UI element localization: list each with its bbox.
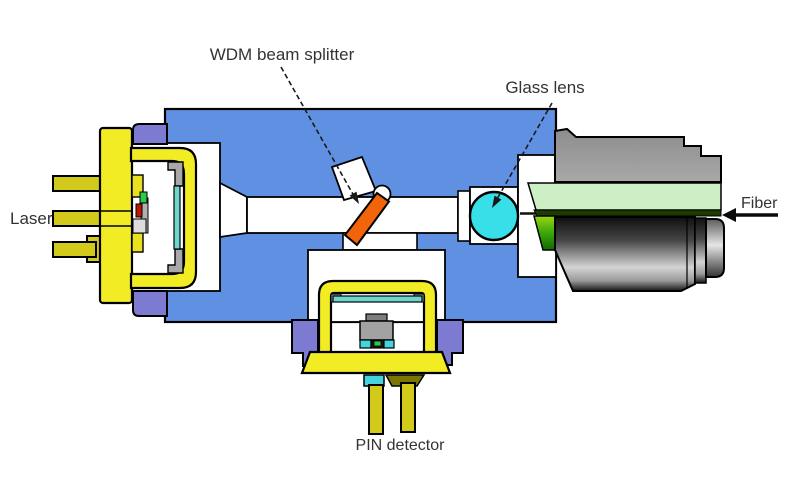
- ferrule-collar: [694, 217, 707, 284]
- pin-pad-right: [383, 339, 395, 349]
- laser-chip-base: [132, 218, 147, 234]
- pin-base-plate: [300, 350, 452, 375]
- label-laser: Laser: [10, 209, 53, 228]
- wdm-leader-arrowhead: [349, 191, 359, 204]
- laser-feedthrough-2: [131, 232, 144, 253]
- laser-window: [173, 185, 181, 250]
- laser-feedthrough-1: [131, 174, 144, 198]
- label-pin-detector: PIN detector: [356, 437, 446, 454]
- ferrule-barrel: [554, 216, 696, 292]
- wdm-beam-splitter: [343, 191, 391, 247]
- lens-leader-arrowhead: [492, 195, 502, 208]
- pin-window: [332, 295, 423, 303]
- laser-chip-green: [139, 191, 148, 204]
- pin-chip-body: [359, 320, 394, 341]
- lens-leader-line: [496, 102, 553, 200]
- pin-detector-assembly: [300, 279, 452, 435]
- pin-lead-2: [400, 382, 416, 433]
- pin-pad-green: [373, 340, 382, 347]
- lens-step: [457, 190, 471, 242]
- glass-lens: [468, 190, 520, 242]
- laser-assembly: [52, 126, 198, 305]
- ferrule-sleeve: [526, 182, 722, 211]
- fiber-core-line: [533, 209, 722, 217]
- laser-pin-1: [52, 175, 102, 192]
- wdm-leader-line: [280, 66, 355, 197]
- pin-pad-left: [359, 339, 372, 349]
- label-glass-lens: Glass lens: [505, 78, 584, 97]
- laser-flange: [98, 126, 134, 305]
- laser-chip-red: [135, 203, 143, 218]
- pin-chip-lip: [365, 313, 388, 322]
- label-wdm-beam-splitter: WDM beam splitter: [210, 45, 355, 64]
- mount-block-bottom: [132, 290, 168, 317]
- mount-block-top: [132, 123, 168, 145]
- label-fiber: Fiber: [741, 195, 778, 212]
- receptacle-body: [554, 127, 722, 183]
- fiber-receptacle-assembly: [520, 127, 725, 292]
- fiber-arrowhead: [722, 208, 736, 222]
- ferrule-endcap: [705, 218, 725, 278]
- pin-lead-1: [368, 384, 384, 435]
- laser-pin-3: [52, 241, 97, 258]
